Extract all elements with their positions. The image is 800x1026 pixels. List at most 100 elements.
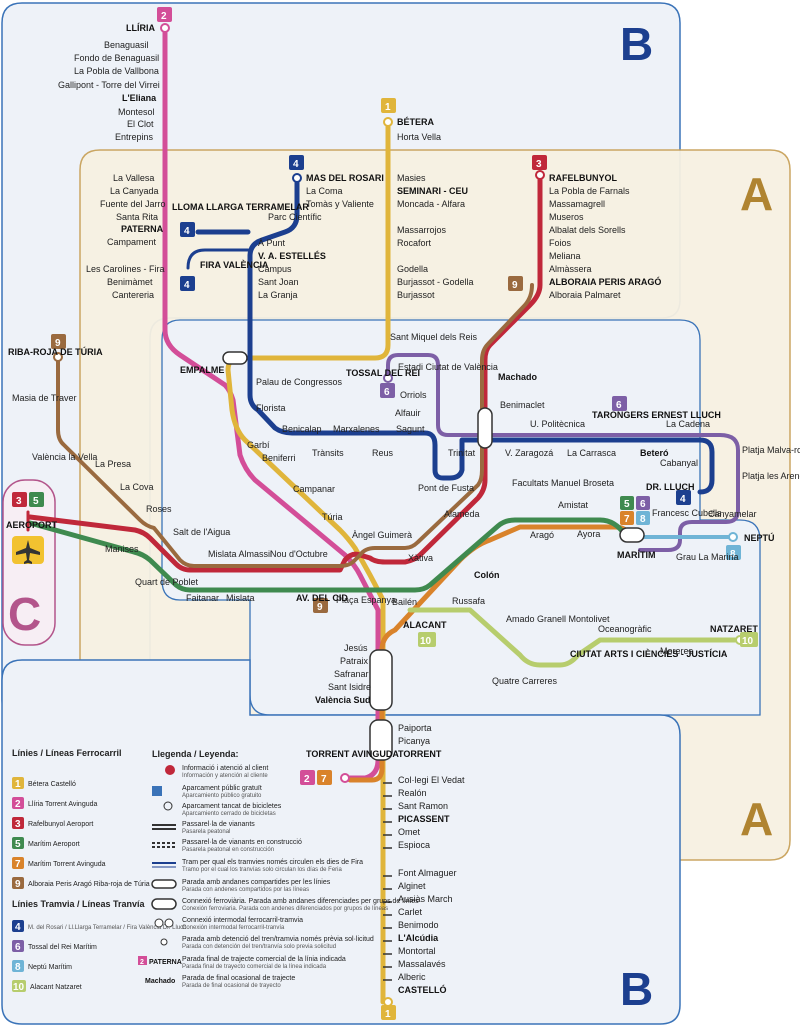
station-placa-espanya: Plaça Espanya [336, 595, 396, 605]
station-entrepins: Entrepins [115, 132, 154, 142]
station-ausias-march: Ausiàs March [398, 894, 453, 904]
station-alginet: Alginet [398, 881, 426, 891]
legend-title-tram: Línies Tramvia / Líneas Tranvía [12, 899, 146, 909]
legend-item-info-sub: Información y atención al cliente [182, 773, 268, 779]
legend-badge-l1: 1 [15, 779, 21, 790]
stop-maritim [619, 527, 645, 543]
station-pont-fusta: Pont de Fusta [418, 483, 474, 493]
station-arago: Aragó [530, 530, 554, 540]
zone-b-bottom [1, 659, 681, 1025]
legend-lines: Línies / Líneas Ferrocarril 1 Bétera Cas… [12, 748, 187, 993]
station-transits: Trànsits [312, 448, 344, 458]
station-patraix: Patraix [340, 656, 369, 666]
station-alameda: Alameda [444, 509, 480, 519]
badge-l3-aeroport: 3 [16, 496, 22, 507]
station-campament: Campament [107, 237, 157, 247]
stop-torrent-av [340, 773, 350, 783]
legend-item-shared: Parada amb andanes compartides per les l… [182, 879, 331, 886]
legend-item-info: Informació i atenció al client [182, 765, 268, 772]
station-parc-cientific: Parc Científic [268, 212, 322, 222]
badge-l10-natzaret: 10 [742, 636, 754, 647]
station-clot: El Clot [127, 119, 154, 129]
legend-badge-l7: 7 [15, 859, 21, 870]
badge-l7-torrent: 7 [321, 774, 327, 785]
stop-rafelbunyol [535, 170, 545, 180]
station-lloma-llarga: LLOMA LLARGA TERRAMELAR [172, 202, 309, 212]
station-betera: BÉTERA [397, 117, 435, 127]
station-torrent-avinguda: TORRENT AVINGUDA [306, 749, 399, 759]
zone-c-label: C [8, 588, 41, 640]
legend-item-intermodal-sub: Conexión intermodal ferrocarril-tranvía [182, 925, 285, 931]
stop-betera [383, 117, 393, 127]
legend-item-request: Parada amb detenció del tren/tramvia nom… [182, 936, 374, 943]
station-roses: Roses [146, 504, 172, 514]
station-albalat: Albalat dels Sorells [549, 225, 626, 235]
legend-l7: Marítim Torrent Avinguda [28, 861, 106, 868]
legend-l4: M. del Rosari / Ll.Llarga Terramelar / F… [28, 925, 187, 931]
legend-item-fira: Tram per qual els tramvies només circule… [182, 859, 363, 866]
station-va-estelles: V. A. ESTELLÉS [258, 251, 326, 261]
station-mislata-almassil: Mislata Almassil [208, 549, 272, 559]
station-safranar: Safranar [334, 669, 369, 679]
badge-l10-alacant: 10 [420, 636, 432, 647]
station-massalaves: Massalavés [398, 959, 446, 969]
station-av-cid: AV. DEL CID [296, 593, 348, 603]
line-2-path [162, 25, 381, 781]
legend-item-terminal-sub: Parada final de trayecto comercial de la… [182, 964, 327, 970]
legend-item-occasional: Parada de final ocasional de trajecte [182, 975, 295, 982]
station-tarongers: TARONGERS ERNEST LLUCH [592, 410, 721, 420]
station-seminari: SEMINARI - CEU [397, 186, 468, 196]
station-montesol: Montesol [118, 107, 155, 117]
station-col-vedat: Col·legi El Vedat [398, 775, 465, 785]
station-beniferri: Beniferri [262, 453, 296, 463]
station-facultats: Facultats Manuel Broseta [512, 478, 614, 488]
badge-l2-torrent: 2 [304, 774, 310, 785]
station-ayora: Ayora [577, 529, 600, 539]
legend-item-walkway-construction-sub: Pasarela peatonal en construcción [182, 847, 274, 853]
stop-benimaclet [477, 407, 493, 449]
station-font-almaguer: Font Almaguer [398, 868, 457, 878]
legend-badge-l10: 10 [13, 982, 25, 993]
station-estadi: Estadi Ciutat de València [398, 362, 498, 372]
stop-lliria [160, 23, 170, 33]
legend-item-rail-conn: Connexió ferroviària. Parada amb andanes… [182, 898, 419, 905]
station-mas-rosari: MAS DEL ROSARI [306, 173, 384, 183]
station-campus: Campus [258, 264, 292, 274]
legend-badge-example: 2 [140, 959, 144, 966]
legend-badge-l3: 3 [15, 819, 21, 830]
legend-badge-l9: 9 [15, 879, 21, 890]
stop-mas-rosari [292, 173, 302, 183]
badge-l8-maritim: 8 [640, 514, 646, 525]
station-omet: Omet [398, 827, 421, 837]
legend-item-parking: Aparcament públic gratuït [182, 785, 262, 792]
station-masia-traver: Masia de Traver [12, 393, 77, 403]
info-icon [165, 765, 175, 775]
station-platja-malva: Platja Malva-rosa [742, 445, 800, 455]
badge-l5-maritim: 5 [624, 499, 630, 510]
badge-l9-cid: 9 [317, 602, 323, 613]
badge-l1-castello: 1 [385, 1009, 391, 1020]
legend-l3: Rafelbunyol Aeroport [28, 821, 93, 828]
line-4-path [247, 175, 715, 495]
badge-l1-betera: 1 [385, 102, 391, 113]
station-carolines: Les Carolines - Fira [86, 264, 165, 274]
station-alacant: ALACANT [403, 620, 447, 630]
station-alberic: Alberic [398, 972, 426, 982]
zone-b-label-bottom: B [620, 963, 653, 1015]
station-angel-guimera: Àngel Guimerà [352, 530, 412, 540]
zone-a-label-bottom: A [740, 793, 773, 845]
station-machado: Machado [498, 372, 538, 382]
station-burjassot-godella: Burjassot - Godella [397, 277, 474, 287]
station-benaguasil: Benaguasil [104, 40, 149, 50]
legend-l5: Marítim Aeroport [28, 841, 80, 848]
legend-l10: Alacant Natzaret [30, 984, 82, 991]
station-florista: Florista [256, 403, 286, 413]
network-lines [26, 25, 743, 1005]
legend-l1: Bétera Castelló [28, 781, 76, 788]
station-a-punt: À Punt [258, 238, 286, 248]
station-vallesa: La Vallesa [113, 173, 154, 183]
station-jesus: Jesús [344, 643, 368, 653]
station-carlet: Carlet [398, 907, 423, 917]
zone-a-label-top: A [740, 168, 773, 220]
station-russafa: Russafa [452, 596, 485, 606]
